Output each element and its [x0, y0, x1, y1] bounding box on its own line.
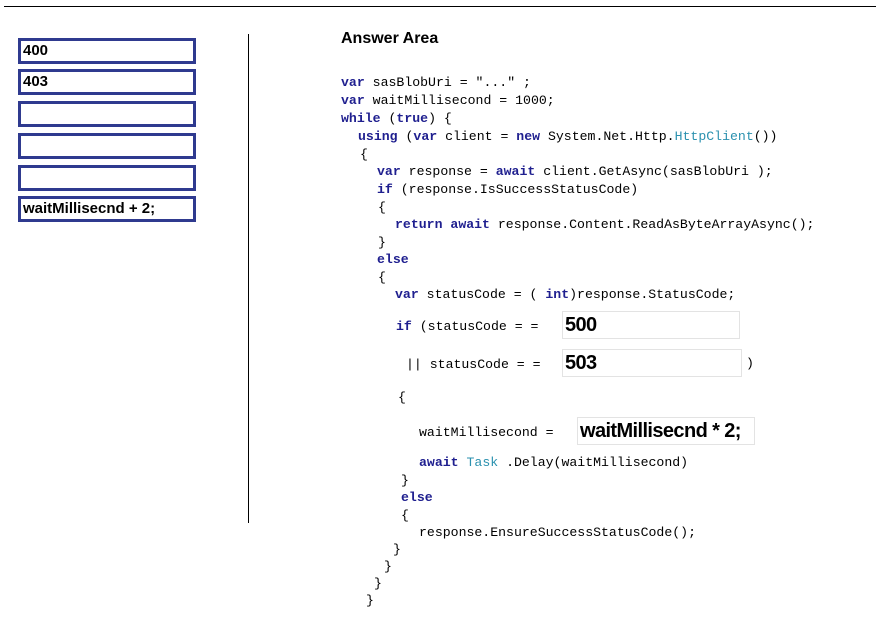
code-line: {	[378, 270, 386, 285]
choice-empty-1[interactable]	[18, 101, 196, 127]
code-line: else	[401, 490, 433, 505]
top-divider	[4, 6, 876, 7]
code-line: if (statusCode = =	[396, 319, 539, 334]
vertical-divider	[248, 34, 249, 523]
code-line: }	[366, 593, 374, 608]
code-line: {	[360, 147, 368, 162]
choice-empty-3[interactable]	[18, 165, 196, 191]
code-line: var statusCode = ( int)response.StatusCo…	[395, 287, 736, 302]
code-line: waitMillisecond =	[419, 425, 554, 440]
code-line: var response = await client.GetAsync(sas…	[377, 164, 773, 179]
choice-403[interactable]: 403	[18, 69, 196, 95]
code-line: if (response.IsSuccessStatusCode)	[377, 182, 639, 197]
choice-400[interactable]: 400	[18, 38, 196, 64]
code-line: }	[384, 559, 392, 574]
code-line: return await response.Content.ReadAsByte…	[395, 217, 815, 232]
code-line: var sasBlobUri = "..." ;	[341, 75, 531, 90]
code-line: while (true) {	[341, 111, 452, 126]
code-line: response.EnsureSuccessStatusCode();	[419, 525, 696, 540]
code-line: }	[374, 576, 382, 591]
code-line: using (var client = new System.Net.Http.…	[358, 129, 778, 144]
code-line: {	[378, 200, 386, 215]
choice-wait-plus-2[interactable]: waitMillisecnd + 2;	[18, 196, 196, 222]
answer-area-title: Answer Area	[341, 30, 439, 47]
code-line: var waitMillisecond = 1000;	[341, 93, 555, 108]
answer-slot-3[interactable]: waitMillisecnd * 2;	[577, 417, 755, 445]
answer-slot-1[interactable]: 500	[562, 311, 740, 339]
code-line: )	[746, 356, 754, 371]
code-line: }	[401, 473, 409, 488]
answer-slot-2[interactable]: 503	[562, 349, 742, 377]
code-line: {	[398, 390, 406, 405]
choice-empty-2[interactable]	[18, 133, 196, 159]
code-line: await Task .Delay(waitMillisecond)	[419, 455, 689, 470]
code-line: else	[377, 252, 409, 267]
code-line: }	[393, 542, 401, 557]
code-line: {	[401, 508, 409, 523]
code-line: || statusCode = =	[406, 357, 541, 372]
code-line: }	[378, 235, 386, 250]
